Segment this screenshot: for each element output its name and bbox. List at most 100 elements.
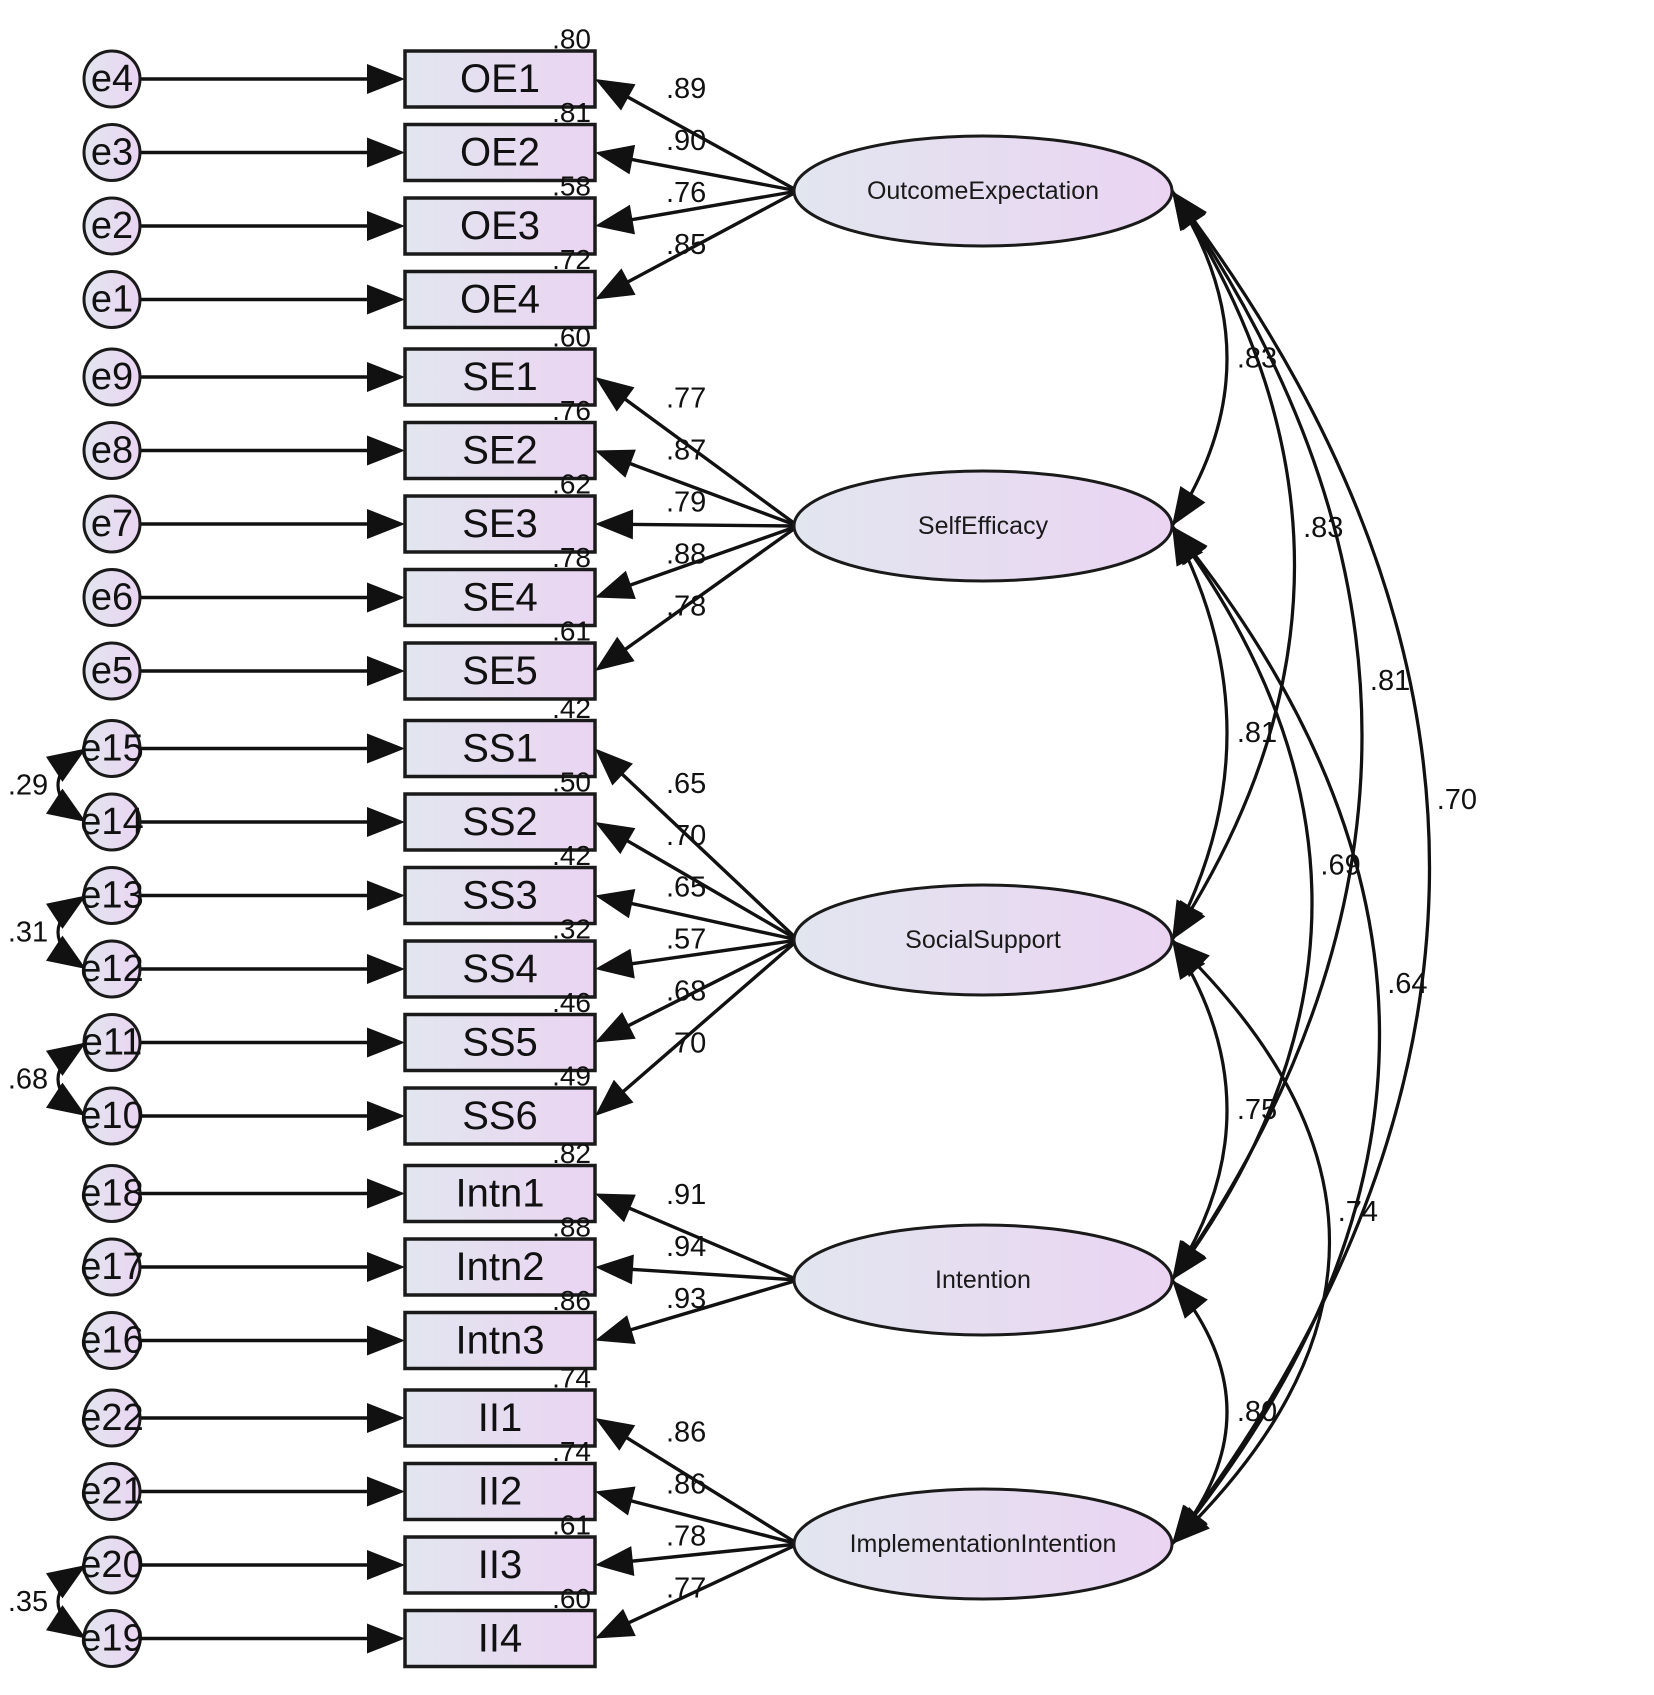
correlation-se-ss: [1170, 525, 1229, 941]
loading-path-ss1: [615, 767, 800, 942]
correlation-value: .75: [1237, 1094, 1277, 1126]
error-covariance-value: .35: [8, 1586, 48, 1618]
error-label: e17: [80, 1246, 143, 1288]
latent-label: Intention: [935, 1266, 1031, 1294]
r2-value: .58: [552, 171, 591, 202]
loading-value: .91: [666, 1179, 706, 1211]
latent-label: SocialSupport: [905, 926, 1061, 954]
indicator-label: Intn2: [456, 1245, 545, 1289]
latent-ss: [792, 883, 1174, 997]
correlation-oe-se-head-end: [1172, 486, 1206, 526]
loading-path-ss3: [623, 900, 799, 942]
loading-value: .65: [666, 768, 706, 800]
loading-path-se4: [622, 524, 799, 590]
loading-value: .85: [666, 229, 706, 261]
loading-path-ss4-head: [595, 948, 635, 979]
error-label: e8: [91, 430, 133, 472]
indicator-oe4: [403, 269, 597, 330]
indicator-oe1: [403, 49, 597, 109]
correlation-value: .74: [1338, 1196, 1378, 1228]
error-label: e11: [82, 1022, 143, 1064]
r2-value: .49: [552, 1061, 591, 1092]
loading-path-intn3-head: [595, 1315, 636, 1345]
error-covariance-e20-e19-head-end: [46, 1605, 86, 1639]
error-e8: [82, 421, 142, 480]
latent-label: OutcomeExpectation: [867, 177, 1099, 205]
error-path-e17-head: [367, 1252, 405, 1282]
correlation-se-ii: [1170, 524, 1381, 1546]
loading-path-oe3-head: [595, 204, 635, 235]
error-path-e15-head: [367, 733, 405, 764]
error-covariance-value: .29: [8, 769, 48, 801]
correlation-oe-ss: [1170, 190, 1297, 941]
error-label: e18: [80, 1173, 143, 1215]
error-path-e20-head: [367, 1550, 405, 1580]
indicator-se1: [403, 347, 597, 407]
loading-value: .65: [666, 872, 706, 904]
error-covariance-e20-e19-head-start: [46, 1565, 86, 1599]
indicator-ss2: [403, 792, 597, 852]
error-path-e12-head: [367, 954, 405, 984]
loading-value: .78: [666, 591, 706, 623]
error-path-e3-head: [367, 137, 405, 168]
correlation-value: .64: [1387, 968, 1427, 1000]
latent-se: [792, 469, 1174, 583]
loading-path-intn2: [624, 1267, 799, 1282]
loading-value: .90: [666, 125, 706, 157]
indicator-label: SS4: [462, 947, 538, 991]
indicator-label: OE1: [460, 57, 540, 101]
nodes-layer: [82, 49, 1174, 1669]
loading-path-se2: [622, 459, 799, 528]
loading-path-ii4-head: [595, 1608, 636, 1639]
correlation-oe-ii-head-start: [1172, 191, 1207, 231]
loading-value: .89: [666, 73, 706, 105]
loading-value: .57: [666, 924, 706, 956]
correlation-value: .70: [1437, 784, 1477, 816]
r2-value: .61: [552, 1510, 591, 1541]
error-path-e2-head: [367, 211, 405, 241]
error-covariance-e13-e12-head-start: [46, 895, 86, 929]
correlation-se-ss-head-end: [1172, 899, 1204, 940]
error-path-e19-head: [367, 1623, 405, 1654]
loading-value: .68: [666, 976, 706, 1008]
r2-value: .62: [552, 469, 591, 500]
error-e3: [82, 123, 142, 182]
loading-value: .79: [666, 487, 706, 519]
error-e11: [82, 1013, 142, 1072]
latent-ii: [792, 1487, 1174, 1601]
indicator-label: SS3: [462, 874, 538, 918]
indicator-label: SE3: [462, 502, 538, 546]
indicator-se4: [403, 567, 597, 628]
error-covariance-e15-e14-head-start: [46, 748, 86, 782]
loading-path-oe1-head: [595, 79, 636, 111]
loading-path-ss5: [621, 938, 799, 1031]
indicator-label: II1: [478, 1396, 522, 1440]
error-e20: [82, 1535, 142, 1595]
loading-path-ii2: [623, 1497, 799, 1546]
r2-value: .42: [552, 840, 591, 871]
error-label: e5: [91, 650, 133, 692]
error-e16: [82, 1311, 142, 1370]
loading-value: .70: [666, 820, 706, 852]
error-label: e21: [80, 1471, 143, 1513]
correlation-oe-se: [1170, 190, 1229, 527]
error-path-e21-head: [367, 1476, 405, 1507]
error-label: e19: [80, 1618, 143, 1660]
loading-path-intn1-head: [595, 1193, 636, 1223]
r2-value: .46: [552, 987, 591, 1018]
error-e9: [82, 347, 142, 407]
error-e4: [82, 49, 142, 109]
indicator-label: II2: [478, 1470, 522, 1514]
loading-path-oe2: [624, 156, 799, 193]
correlation-ss-in-head-end: [1172, 1239, 1206, 1280]
loading-path-intn2-head: [595, 1254, 634, 1285]
indicator-label: SE2: [462, 429, 538, 473]
error-e2: [82, 196, 142, 256]
correlation-in-ii-head-end: [1172, 1505, 1208, 1544]
error-label: e14: [80, 801, 143, 843]
loading-path-ii2-head: [595, 1486, 636, 1516]
indicator-ii2: [403, 1461, 597, 1522]
loading-value: .93: [666, 1283, 706, 1315]
loading-path-oe1: [620, 92, 799, 193]
loading-path-se2-head: [595, 449, 636, 478]
